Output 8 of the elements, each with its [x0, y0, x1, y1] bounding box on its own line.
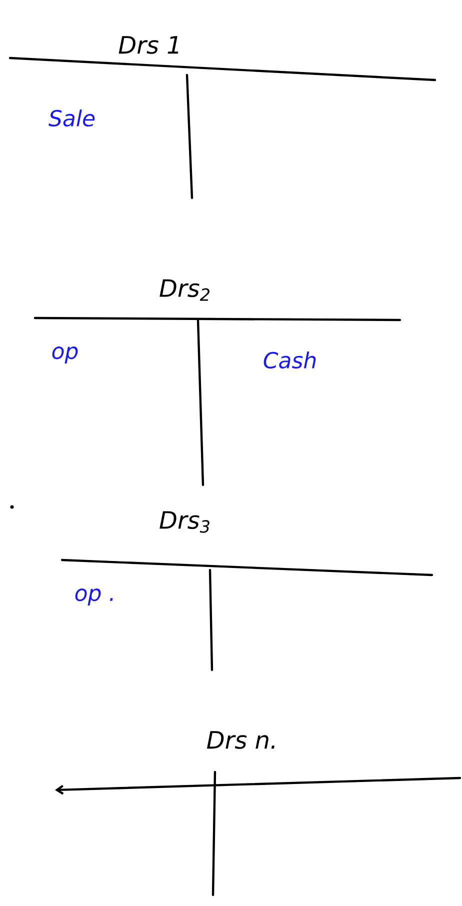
entry-text: Cash — [264, 352, 316, 369]
entry-text: Sale — [48, 110, 95, 127]
account-title: Drs n. — [206, 731, 274, 749]
entry-text: op — [52, 346, 78, 364]
entry-text: op . — [75, 588, 113, 606]
account-title: Drs$_{3}$ — [160, 511, 210, 533]
account-title: Drs 1 — [118, 36, 178, 54]
account-title: Drs$_{2}$ — [160, 279, 210, 301]
